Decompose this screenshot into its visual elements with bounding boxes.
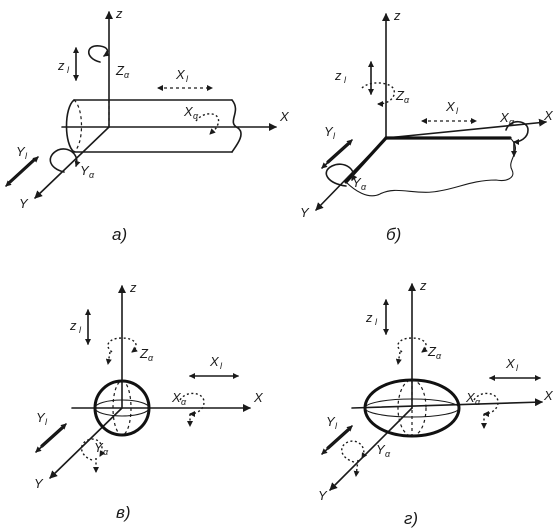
svg-text:l: l [516,363,519,373]
panel-b-x-axis [385,118,547,139]
panel-b-z-label: z [393,8,401,23]
panel-b-xa-label: X [499,110,510,125]
panel-c-ya-rotation [81,438,106,461]
svg-text:α: α [436,351,442,361]
panel-d-xa-label: X [465,390,476,405]
panel-d-x-label: X [543,388,554,403]
svg-text:l: l [456,106,459,116]
panel-c-za-label: Z [139,346,149,361]
svg-text:l: l [220,361,223,371]
panel-a-ya-rotation [49,148,81,173]
panel-a-y-axis [34,126,110,199]
svg-text:l: l [67,65,70,75]
panel-d-yl-label: Y [326,414,336,429]
panel-c-xa-rotation [179,392,205,417]
panel-d-y-axis [329,407,413,491]
svg-text:l: l [45,417,48,427]
panel-a-za-label: Z [115,63,125,78]
panel-a-yl-label: Y [16,144,26,159]
panel-a-x-label: X [279,109,290,124]
panel-d-zl-label: z [365,310,373,325]
panel-c-y-label: Y [34,476,44,491]
svg-text:α: α [103,447,109,457]
panel-c-x-label: X [253,390,264,405]
panel-d-y-label: Y [318,488,328,503]
panel-a-ya-label: Y [80,163,90,178]
panel-a-zl-label: z [57,58,65,73]
svg-text:l: l [335,421,338,431]
svg-text:α: α [193,111,199,121]
panel-a-xa-label: X [183,104,194,119]
svg-text:α: α [124,70,130,80]
svg-text:α: α [475,397,481,407]
svg-text:l: l [333,131,336,141]
panel-b-za-label: Z [395,88,405,103]
panel-b-y-label: Y [300,205,310,220]
plate-shape [344,136,516,197]
panel-d-xa-rotation [473,392,499,417]
panel-d-za-label: Z [427,344,437,359]
panel-b-yl-label: Y [324,124,334,139]
panel-c-yl-label: Y [36,410,46,425]
ellipsoid-shape [363,378,461,438]
panel-b-x-label: X [543,108,554,123]
panel-c-zl-label: z [69,318,77,333]
svg-text:l: l [25,151,28,161]
panel-a-xl-label: X [175,67,186,82]
panel-c-z-label: z [129,280,137,295]
panel-d-ya-rotation [341,440,368,463]
svg-text:α: α [181,397,187,407]
panel-d-z-label: z [419,278,427,293]
panel-c-ya-label: Y [94,440,104,455]
panel-c-y-axis [49,407,123,479]
panel-d-caption: г) [404,509,418,528]
panel-a-y-label: Y [19,196,29,211]
panel-d: z X Y z l Z α X l X α Y l Y α г) [318,278,554,528]
svg-text:α: α [509,117,515,127]
svg-text:α: α [361,182,367,192]
svg-text:l: l [186,74,189,84]
panel-b-xa-rotation [505,120,529,145]
panel-a-xa-rotation [195,113,220,135]
panel-b-xl-label: X [445,99,456,114]
panel-a-caption: а) [112,225,127,244]
panel-d-x-axis [351,398,543,409]
panel-b-za-rotation [361,82,395,107]
panel-b-zl-label: z [334,68,342,83]
panel-d-xl-label: X [505,356,516,371]
panel-a-z-label: z [115,6,123,21]
svg-text:l: l [344,75,347,85]
panel-c-xa-label: X [171,390,182,405]
panel-d-ya-label: Y [376,442,386,457]
svg-text:α: α [148,353,154,363]
svg-text:α: α [385,449,391,459]
svg-text:α: α [404,95,410,105]
panel-b-caption: б) [386,225,401,244]
panel-c: z X Y z l Z α X l X α Y l Y α в) [34,280,264,522]
panel-b-ya-rotation [325,163,358,187]
svg-text:α: α [89,170,95,180]
cylinder-shape [65,99,242,153]
panel-c-caption: в) [116,503,131,522]
panel-b-ya-label: Y [352,175,362,190]
svg-text:l: l [375,317,378,327]
svg-text:l: l [79,325,82,335]
panel-a-za-rotation [87,45,110,63]
panel-c-xl-label: X [209,354,220,369]
panel-b: z X Y z l Z α X l X α Y l Y α б) [300,8,554,244]
panel-a: z X Y z l Z α X l X α [5,6,290,244]
sphere-shape [93,379,151,437]
